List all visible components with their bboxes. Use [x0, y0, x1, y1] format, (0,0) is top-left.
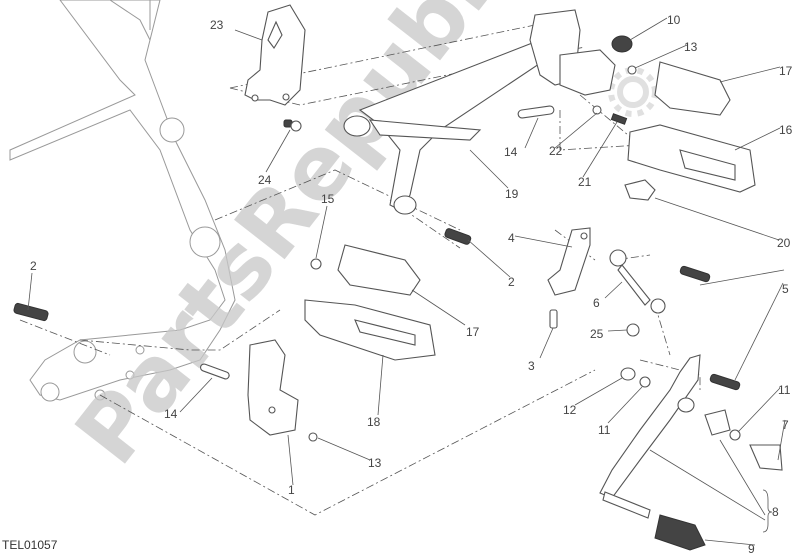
callout-20: 20 [777, 236, 791, 250]
part-21-spring [610, 113, 628, 125]
callout-13: 13 [368, 456, 382, 470]
callout-16: 16 [779, 123, 793, 137]
part-6-linkage-rod [609, 249, 666, 314]
part-13-clip [627, 65, 637, 75]
part-17-rubber-pad [654, 61, 731, 116]
callout-21: 21 [578, 175, 592, 189]
callout-10: 10 [667, 13, 681, 27]
callout-23: 23 [210, 18, 224, 32]
callout-2: 2 [30, 259, 37, 273]
part-9-shift-rubber [654, 514, 706, 551]
drawing-code: TEL01057 [2, 538, 58, 552]
part-2-bolt-left [13, 302, 49, 322]
part-5-bolt [679, 265, 741, 391]
callout-11: 11 [778, 383, 791, 397]
part-18-footpeg-left [304, 299, 436, 361]
callout-25: 25 [590, 327, 604, 341]
part-7-pivot-bolt [749, 444, 783, 471]
callout-1: 1 [288, 483, 295, 497]
callout-22: 22 [549, 144, 563, 158]
callout-4: 4 [508, 231, 515, 245]
part-19-bracket-arm [343, 9, 616, 215]
part-15-spring [310, 258, 322, 270]
part-13-clip-left [308, 432, 318, 442]
callout-9: 9 [748, 542, 755, 555]
callout-8: 8 [772, 505, 779, 519]
callout-labels: 1 2 2 3 4 5 6 7 8 9 10 11 11 12 13 13 14… [30, 13, 793, 555]
part-10-damper [611, 35, 633, 53]
part-17-rubber-pad-left [337, 244, 421, 296]
callout-19: 19 [505, 187, 519, 201]
part-14-pin [517, 105, 555, 119]
callout-3: 3 [528, 359, 535, 373]
callout-13: 13 [684, 40, 698, 54]
part-24-bolt [283, 119, 302, 132]
part-8-shift-lever [599, 354, 731, 519]
callout-15: 15 [321, 192, 335, 206]
callout-12: 12 [563, 403, 577, 417]
part-11-washer [639, 376, 741, 441]
callout-17: 17 [779, 64, 793, 78]
callout-17: 17 [466, 325, 480, 339]
callout-6: 6 [593, 296, 600, 310]
part-3-bolt [549, 309, 558, 329]
part-1-bracket-left [247, 339, 299, 436]
part-23-bracket [244, 4, 306, 106]
callout-18: 18 [367, 415, 381, 429]
callout-7: 7 [782, 418, 789, 432]
gear-logo-icon [608, 67, 658, 117]
part-14-pin-left [199, 363, 230, 380]
callout-11: 11 [598, 423, 611, 437]
part-20-pivot [624, 179, 656, 201]
callout-2: 2 [508, 275, 515, 289]
part-22-ball [592, 105, 602, 115]
part-25-nut [626, 323, 640, 337]
part-12-washer [620, 367, 636, 381]
callout-14: 14 [504, 145, 518, 159]
callout-14: 14 [164, 407, 178, 421]
callout-24: 24 [258, 173, 272, 187]
callout-5: 5 [782, 282, 789, 296]
leader-lines [27, 17, 786, 546]
part-2-bolt-center [444, 228, 472, 245]
part-4-lever-arm [547, 227, 591, 296]
part-16-footpeg [627, 124, 756, 193]
